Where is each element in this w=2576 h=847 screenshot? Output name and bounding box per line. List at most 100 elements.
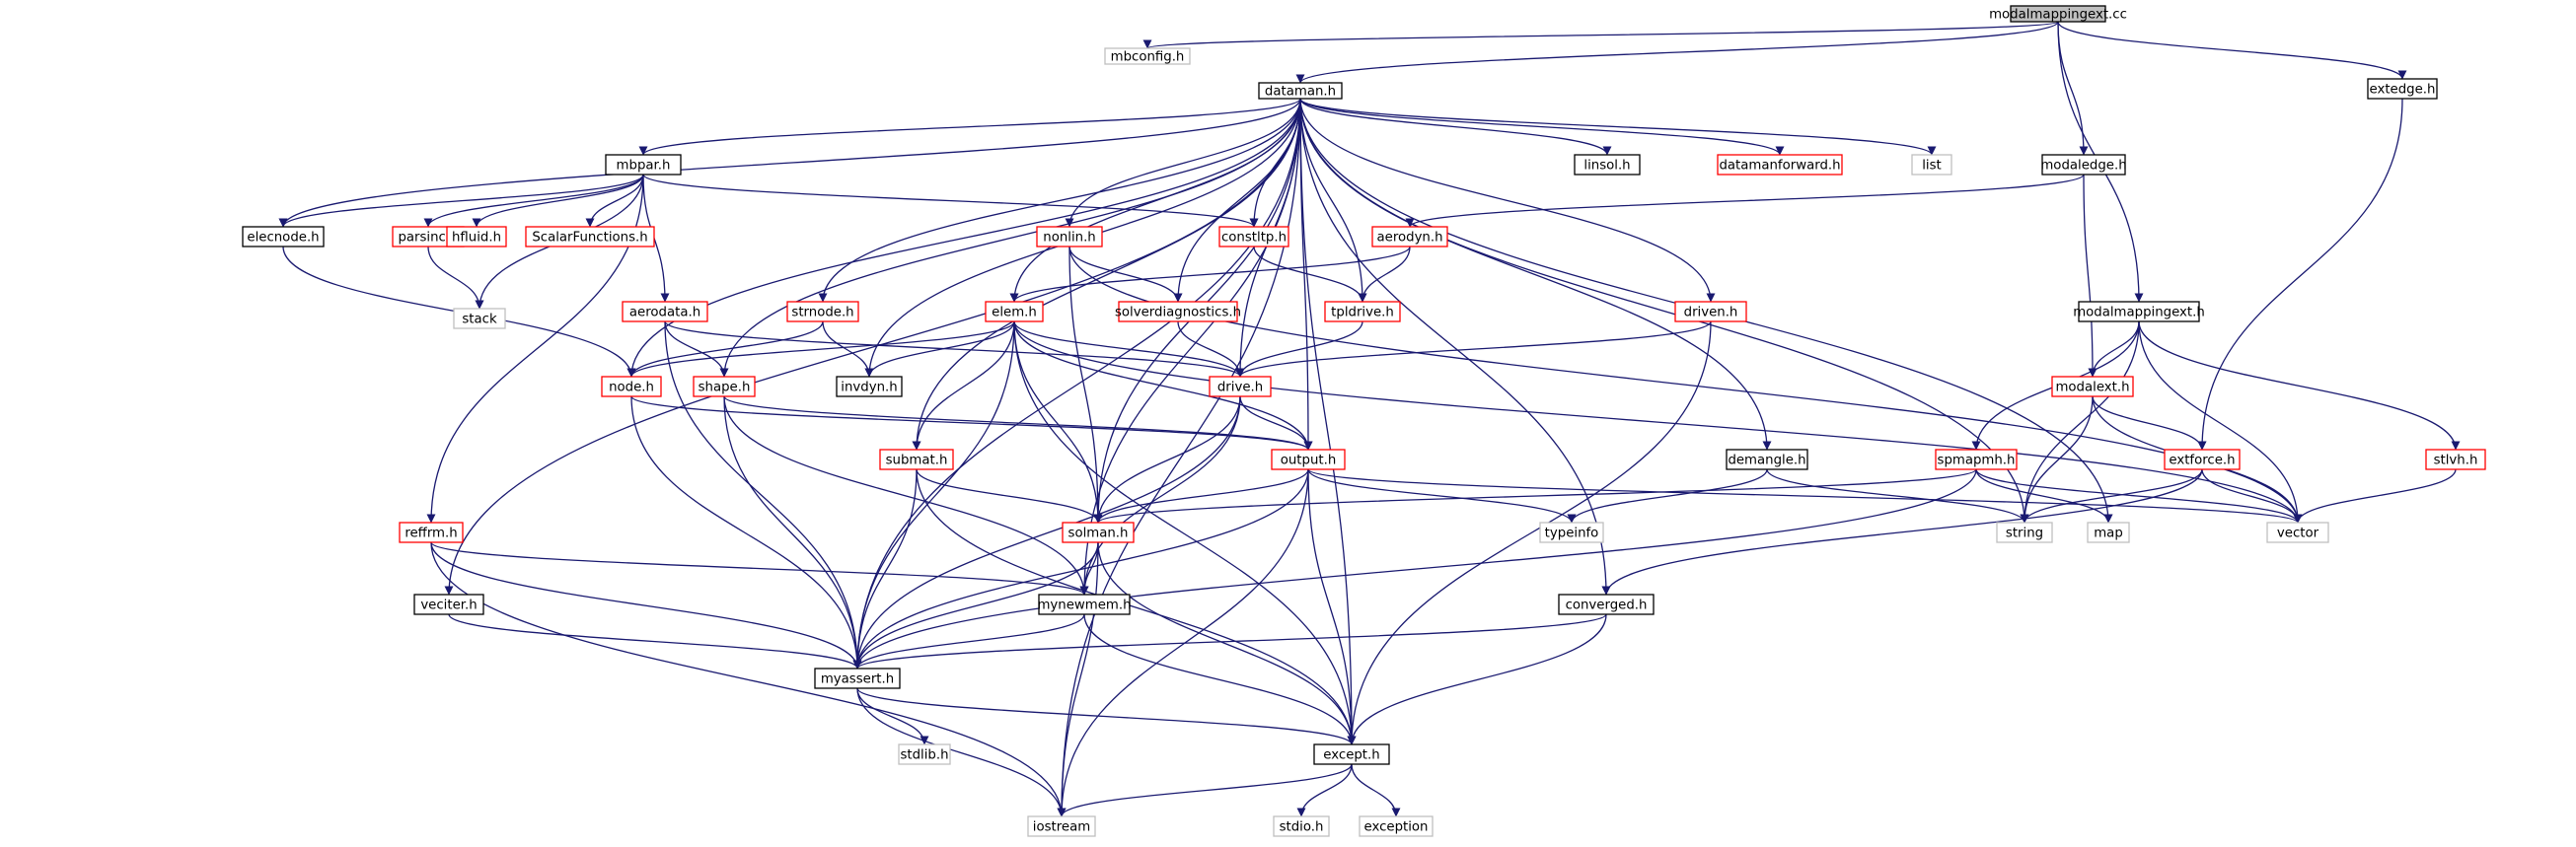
node-label: datamanforward.h	[1719, 159, 1840, 174]
node-aerodyn-h[interactable]: aerodyn.h	[1371, 226, 1448, 247]
node-mynewmem-h[interactable]: mynewmem.h	[1037, 594, 1132, 615]
edge-modaledge_h-to-modalext_h	[2083, 174, 2098, 378]
node-aerodata-h[interactable]: aerodata.h	[622, 301, 708, 322]
node-mbpar-h[interactable]: mbpar.h	[605, 154, 682, 176]
node-extedge-h[interactable]: extedge.h	[2367, 78, 2438, 100]
node-dataman-h[interactable]: dataman.h	[1258, 82, 1343, 100]
edge-aerodata_h-to-shape_h	[664, 320, 729, 378]
edge-dataman_h-to-shape_h	[719, 98, 1301, 378]
node-box	[1935, 449, 2018, 470]
node-label: solverdiagnostics.h	[1115, 306, 1241, 320]
edge-elem_h-to-vector	[1013, 320, 2303, 524]
node-box	[525, 226, 655, 247]
node-stlvh-h[interactable]: stlvh.h	[2425, 449, 2486, 470]
edge-elem_h-to-drive_h	[1013, 320, 1245, 378]
node-linsol-h[interactable]: linsol.h	[1574, 154, 1641, 176]
edge-node_h-to-output_h	[630, 395, 1313, 451]
node-extforce-h[interactable]: extforce.h	[2164, 449, 2241, 470]
node-node-h[interactable]: node.h	[601, 376, 662, 397]
node-modalext-h[interactable]: modalext.h	[2051, 376, 2134, 397]
edge-elem_h-to-except_h	[1013, 320, 1357, 745]
node-box	[1038, 594, 1131, 615]
node-label: shape.h	[699, 381, 751, 395]
edge-dataman_h-to-string	[1299, 98, 2029, 524]
edge-submat_h-to-except_h	[916, 468, 1357, 745]
node-reffrm-h[interactable]: reffrm.h	[399, 522, 464, 543]
edge-dataman_h-to-elecnode_h	[278, 98, 1301, 228]
node-box	[2367, 78, 2438, 100]
node-spmapmh-h[interactable]: spmapmh.h	[1935, 449, 2018, 470]
edge-dataman_h-to-myassert_h	[852, 98, 1301, 670]
node-invdyn-h[interactable]: invdyn.h	[836, 376, 903, 397]
node-shape-h[interactable]: shape.h	[693, 376, 756, 397]
node-label: tpldrive.h	[1331, 306, 1394, 320]
edge-spmapmh_h-to-solman_h	[1093, 468, 1977, 524]
node-label: linsol.h	[1583, 159, 1630, 174]
node-label: output.h	[1281, 454, 1337, 468]
node-modalmappingext-cc[interactable]: modalmappingext.cc	[1989, 5, 2127, 23]
edge-modalmappingext_h-to-vector	[2138, 320, 2303, 524]
node-label: mbconfig.h	[1111, 50, 1185, 65]
edge-shape_h-to-output_h	[723, 395, 1313, 451]
edge-myassert_h-to-stdlib_h	[856, 687, 929, 745]
node-tpldrive-h[interactable]: tpldrive.h	[1324, 301, 1401, 322]
edge-extforce_h-to-string	[2020, 468, 2203, 524]
node-label: mynewmem.h	[1037, 599, 1131, 613]
node-label: modalext.h	[2055, 381, 2129, 395]
node-veciter-h[interactable]: veciter.h	[413, 594, 484, 615]
node-solverdiagnostics-h[interactable]: solverdiagnostics.h	[1115, 301, 1241, 322]
node-label: node.h	[609, 381, 654, 395]
node-modaledge-h[interactable]: modaledge.h	[2040, 154, 2127, 176]
node-elem-h[interactable]: elem.h	[985, 301, 1044, 322]
node-label: vector	[2277, 527, 2319, 541]
node-hfluid-h[interactable]: hfluid.h	[446, 226, 507, 247]
node-label: veciter.h	[420, 599, 477, 613]
edge-aerodata_h-to-myassert_h	[664, 320, 862, 670]
node-myassert-h[interactable]: myassert.h	[814, 668, 901, 689]
node-label: stlvh.h	[2434, 454, 2478, 468]
edge-drive_h-to-output_h	[1239, 395, 1313, 451]
node-label: elecnode.h	[247, 231, 319, 246]
nodes-layer: modalmappingext.cc mbconfig.h dataman.h ext…	[242, 5, 2486, 837]
node-except-h[interactable]: except.h	[1313, 743, 1390, 765]
node-box	[446, 226, 507, 247]
node-box	[786, 301, 859, 322]
node-driven-h[interactable]: driven.h	[1674, 301, 1747, 322]
edge-elem_h-to-invdyn_h	[864, 320, 1015, 378]
node-elecnode-h[interactable]: elecnode.h	[242, 226, 325, 247]
node-solman-h[interactable]: solman.h	[1062, 522, 1135, 543]
node-list: list	[1911, 154, 1952, 176]
node-submat-h[interactable]: submat.h	[879, 449, 954, 470]
node-converged-h[interactable]: converged.h	[1558, 594, 1655, 615]
node-box	[1996, 522, 2053, 543]
node-nonlin-h[interactable]: nonlin.h	[1036, 226, 1103, 247]
node-box	[1271, 449, 1346, 470]
node-modalmappingext-h[interactable]: modalmappingext.h	[2073, 301, 2205, 322]
edge-elem_h-to-output_h	[1013, 320, 1313, 451]
node-demangle-h[interactable]: demangle.h	[1726, 449, 1808, 470]
node-parsinc-h[interactable]: parsinc.h	[392, 226, 465, 247]
node-box	[2164, 449, 2241, 470]
node-datamanforward-h[interactable]: datamanforward.h	[1717, 154, 1843, 176]
node-strnode-h[interactable]: strnode.h	[786, 301, 859, 322]
edge-extedge_h-to-extforce_h	[2197, 98, 2403, 451]
edge-dataman_h-to-node_h	[626, 98, 1301, 378]
edge-dataman_h-to-demangle_h	[1299, 98, 1772, 451]
node-box	[605, 154, 682, 176]
node-box	[622, 301, 708, 322]
node-label: stack	[462, 313, 497, 327]
edge-reffrm_h-to-myassert_h	[430, 541, 862, 670]
node-output-h[interactable]: output.h	[1271, 449, 1346, 470]
node-label: string	[2006, 527, 2043, 541]
edge-mbpar_h-to-elecnode_h	[278, 174, 644, 228]
node-label: strnode.h	[791, 306, 853, 320]
node-scalarfunctions-h[interactable]: ScalarFunctions.h	[525, 226, 655, 247]
edge-node_h-to-myassert_h	[630, 395, 862, 670]
node-constltp-h[interactable]: constltp.h	[1218, 226, 1289, 247]
node-box	[693, 376, 756, 397]
node-drive-h[interactable]: drive.h	[1209, 376, 1272, 397]
node-label: nonlin.h	[1043, 231, 1095, 246]
edge-shape_h-to-myassert_h	[723, 395, 862, 670]
edge-nonlin_h-to-solman_h	[1068, 246, 1103, 524]
